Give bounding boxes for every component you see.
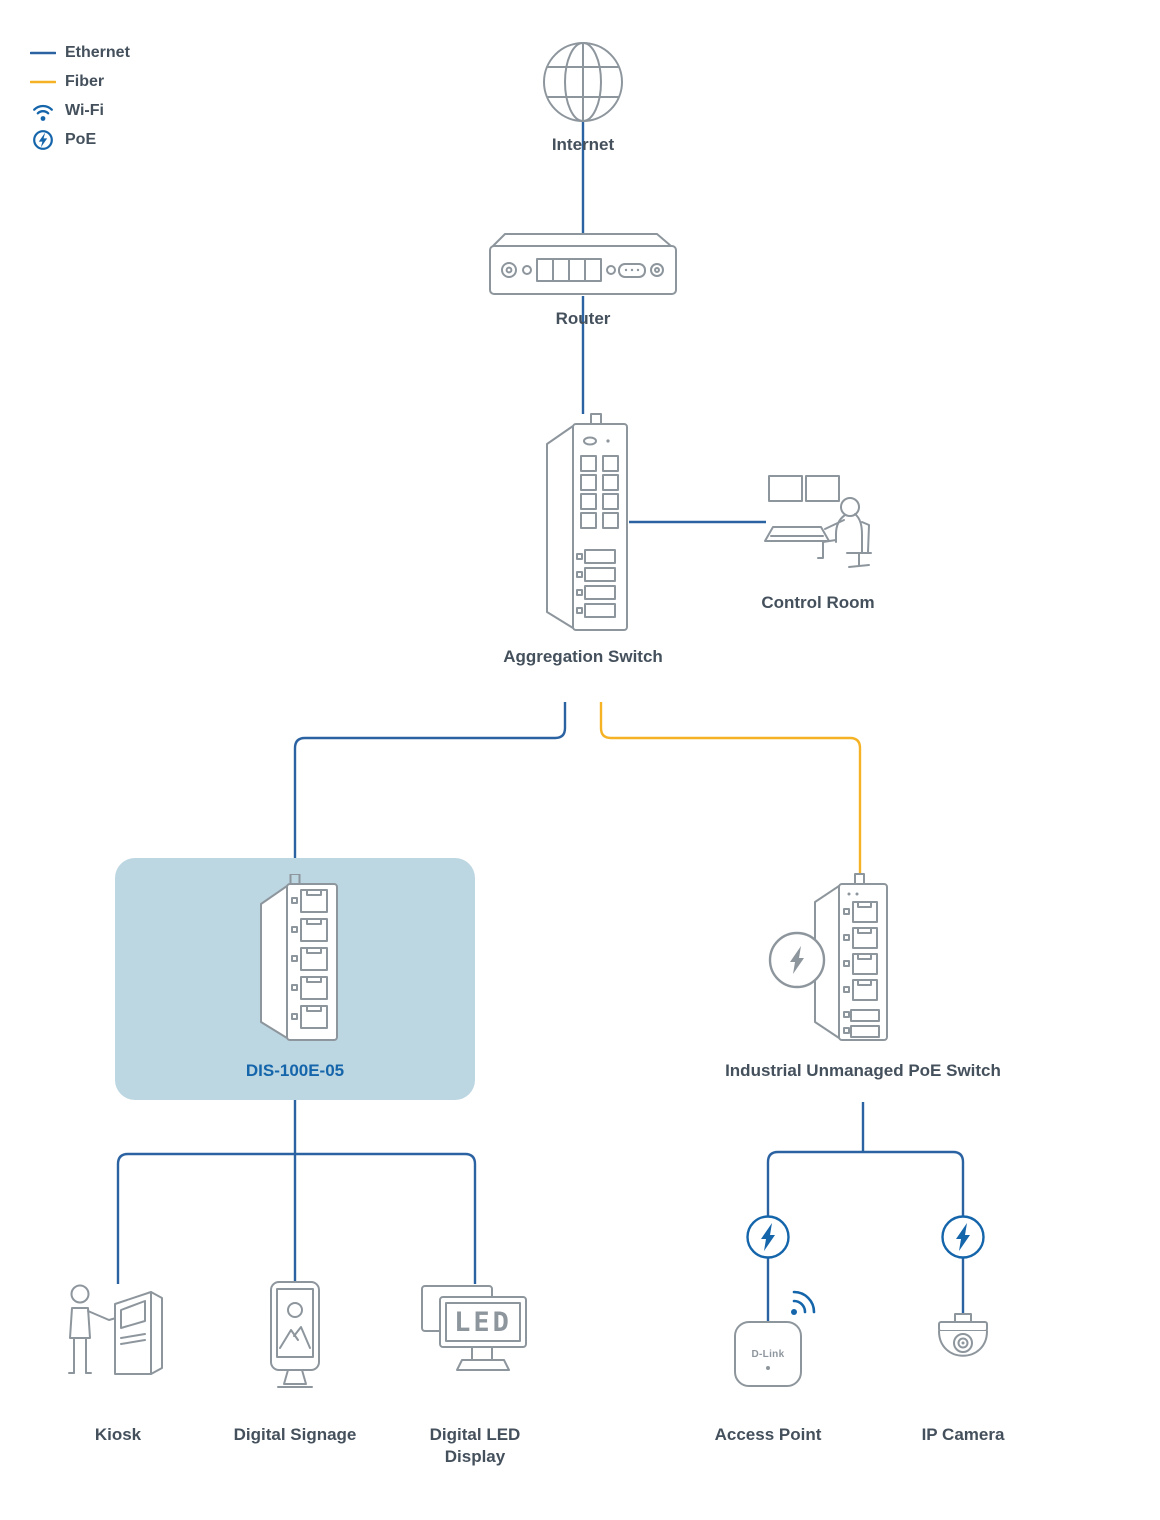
aggregation-switch-icon [546,413,628,631]
access-point-icon: D-Link [734,1290,816,1387]
legend-label: Fiber [65,73,105,90]
digital-signage-label: Digital Signage [233,1425,357,1444]
node-access-point: D-Link Access Point [693,1280,843,1446]
node-industrial-poe-switch: Industrial Unmanaged PoE Switch [703,872,1023,1084]
ethernet-line-dis-kiosk-led [116,1152,477,1284]
access-point-label: Access Point [714,1425,822,1444]
access-point-brand-text: D-Link [752,1349,785,1360]
wifi-icon [30,101,56,122]
poe-power-icon [746,1215,790,1259]
internet-globe-icon [543,42,623,122]
ip-camera-label: IP Camera [921,1425,1005,1444]
node-internet: Internet [513,40,653,156]
wifi-icon [791,1290,816,1315]
ip-camera-icon [938,1313,988,1357]
node-ip-camera: IP Camera [888,1280,1038,1446]
legend-item-fiber: Fiber [30,71,130,93]
node-control-room: Control Room [733,470,903,614]
industrial-poe-switch-label: Industrial Unmanaged PoE Switch [725,1061,1001,1080]
legend-label: PoE [65,131,97,148]
industrial-poe-switch-icon [768,873,888,1041]
digital-signage-icon [270,1281,320,1388]
fiber-line-aggregation-poeswitch [599,702,862,874]
fiber-line-icon [30,79,56,85]
node-digital-led-display: LED Digital LED Display [400,1280,550,1469]
dis-switch-label: DIS-100E-05 [245,1061,345,1080]
aggregation-switch-label: Aggregation Switch [503,647,663,666]
legend: Ethernet Fiber Wi-Fi [30,42,130,151]
dis-switch-icon [260,874,338,1041]
router-icon [489,233,677,295]
digital-led-display-icon: LED [421,1285,527,1371]
poe-power-icon [768,931,826,989]
ethernet-line-aggregation-dis [293,702,567,874]
legend-label: Ethernet [65,44,130,61]
kiosk-label: Kiosk [94,1425,142,1444]
kiosk-icon [67,1284,163,1375]
ethernet-line-poeswitch-ap-camera [766,1150,965,1322]
poe-power-icon [30,129,56,151]
node-aggregation-switch: Aggregation Switch [483,410,683,668]
legend-item-poe: PoE [30,129,130,151]
internet-label: Internet [551,135,615,154]
control-room-icon [764,475,872,568]
node-kiosk: Kiosk [43,1280,193,1446]
ethernet-line-icon [30,50,56,56]
legend-item-ethernet: Ethernet [30,42,130,64]
led-display-text: LED [454,1307,512,1338]
dis-switch-highlight: DIS-100E-05 [115,858,475,1100]
node-router: Router [478,228,688,330]
legend-label: Wi-Fi [65,102,104,119]
legend-item-wifi: Wi-Fi [30,100,130,122]
digital-led-display-label: Digital LED Display [429,1425,521,1467]
poe-power-icon [941,1215,985,1259]
router-label: Router [555,309,611,328]
node-digital-signage: Digital Signage [220,1280,370,1446]
control-room-label: Control Room [761,593,875,612]
